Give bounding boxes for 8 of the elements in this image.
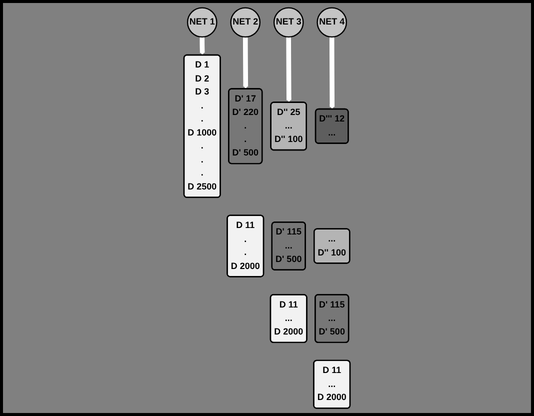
arrow	[242, 36, 248, 90]
node-circle	[273, 7, 304, 38]
arrow	[329, 36, 335, 110]
arrow	[286, 36, 292, 103]
arrow	[200, 36, 205, 56]
node-circle	[186, 7, 218, 38]
node-circle	[230, 7, 261, 38]
node-circle	[316, 7, 348, 38]
